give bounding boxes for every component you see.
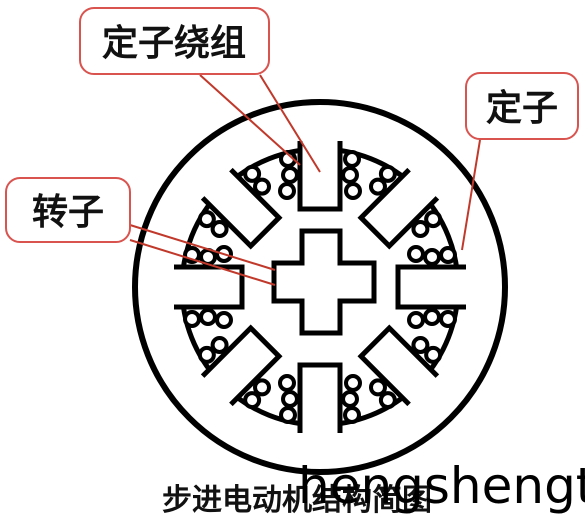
stator-poles [170, 137, 470, 437]
stator-pole-body [200, 167, 283, 250]
winding-coil [424, 345, 443, 364]
winding-coil [278, 374, 296, 392]
stator-pole-body [297, 141, 343, 212]
stator-pole-body [200, 324, 283, 407]
winding-coil [378, 164, 397, 183]
leader-lines [129, 74, 481, 286]
diagram-caption: 步进电动机结构简图 [162, 483, 432, 518]
winding-coil [210, 335, 229, 354]
winding-coil [424, 210, 443, 229]
winding-coil [253, 177, 272, 196]
winding-coil [215, 311, 233, 329]
winding-coil [281, 166, 299, 184]
leader-line-rotor-2 [129, 239, 276, 286]
callout-stator-box [465, 72, 579, 140]
winding-coil [341, 166, 359, 184]
stator-pole-body [174, 264, 245, 310]
winding-coil [423, 308, 441, 326]
stator-pole-body [297, 362, 343, 433]
winding-coil [411, 335, 430, 354]
stator-pole [357, 167, 440, 250]
callout-stator-winding-box [79, 7, 270, 75]
winding-coil-group [368, 164, 443, 239]
stator-pole-body [357, 167, 440, 250]
winding-coil [439, 310, 457, 328]
callout-rotor: 转子 [5, 177, 131, 243]
stator-pole [170, 264, 245, 310]
winding-coil [407, 245, 425, 263]
label-stator: 定子 [486, 88, 558, 129]
stator-pole [200, 324, 283, 407]
callout-rotor-box [5, 177, 131, 243]
winding-coil [344, 182, 362, 200]
winding-coil [378, 391, 397, 410]
winding-coil [343, 150, 361, 168]
winding-coil-group [197, 164, 272, 239]
watermark-text: hengshengta [298, 457, 585, 515]
leader-line-winding-1 [199, 74, 301, 166]
winding-coil [343, 406, 361, 424]
stator-pole [395, 264, 470, 310]
label-rotor: 转子 [32, 192, 104, 233]
winding-coil [439, 246, 457, 264]
winding-coil-group [368, 335, 443, 410]
winding-coil [341, 390, 359, 408]
stator-pole [200, 167, 283, 250]
winding-coil-group [407, 245, 457, 329]
winding-coil [423, 248, 441, 266]
stator-pole-body [395, 264, 466, 310]
winding-coil [210, 220, 229, 239]
leader-line-stator [461, 139, 481, 251]
winding-coil [281, 390, 299, 408]
winding-coil [279, 406, 297, 424]
label-stator-winding: 定子绕组 [102, 23, 246, 64]
winding-coil-group [197, 335, 272, 410]
stator-pole [297, 137, 343, 212]
winding-coil [243, 164, 262, 183]
winding-coil [411, 220, 430, 239]
winding-coil [197, 345, 216, 364]
stator-winding-coils [183, 150, 457, 424]
winding-coil [279, 150, 297, 168]
winding-coil [253, 378, 272, 397]
stator-outer-circle [132, 99, 508, 475]
winding-coil [407, 311, 425, 329]
leader-line-winding-2 [259, 74, 321, 173]
callout-stator: 定子 [465, 72, 579, 140]
rotor-cross [271, 228, 377, 336]
winding-coil [199, 308, 217, 326]
winding-coil-group [278, 150, 362, 200]
winding-coil-group [278, 374, 362, 424]
callout-stator-winding: 定子绕组 [79, 7, 270, 75]
winding-coil [243, 391, 262, 410]
winding-coil [344, 374, 362, 392]
winding-coil [368, 177, 387, 196]
stator-pole [357, 324, 440, 407]
winding-coil [368, 378, 387, 397]
winding-coil [278, 182, 296, 200]
stator-pole-body [357, 324, 440, 407]
winding-coil-group [183, 245, 233, 329]
winding-coil [197, 210, 216, 229]
winding-coil [183, 310, 201, 328]
leader-line-rotor-1 [129, 224, 276, 271]
stator-pole [297, 362, 343, 437]
